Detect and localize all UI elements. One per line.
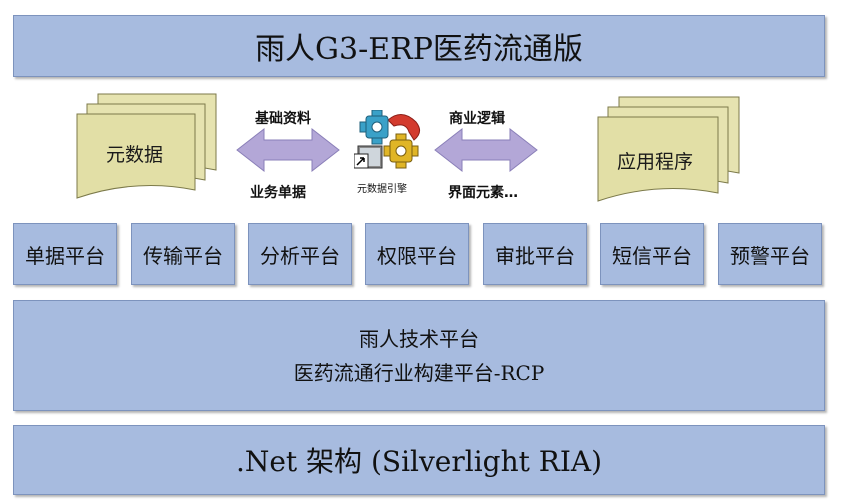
right-arrow-bottom-label: 界面元素… — [448, 182, 518, 202]
module-permission-platform: 权限平台 — [365, 223, 469, 285]
module-label: 审批平台 — [495, 240, 575, 269]
left-double-arrow — [236, 128, 340, 172]
module-sms-platform: 短信平台 — [600, 223, 704, 285]
engine-label: 元数据引擎 — [357, 180, 407, 195]
module-label: 单据平台 — [25, 240, 105, 269]
module-approval-platform: 审批平台 — [483, 223, 587, 285]
module-label: 权限平台 — [377, 240, 457, 269]
module-transfer-platform: 传输平台 — [131, 223, 235, 285]
right-double-arrow — [434, 128, 538, 172]
tech-platform-line1: 雨人技术平台 — [359, 322, 479, 356]
module-document-platform: 单据平台 — [13, 223, 117, 285]
metadata-document-stack: 元数据 — [76, 92, 221, 204]
metadata-label: 元数据 — [106, 140, 163, 167]
right-arrow-top-label: 商业逻辑 — [449, 108, 505, 128]
application-document-stack: 应用程序 — [597, 95, 744, 207]
title-bar: 雨人G3-ERP医药流通版 — [13, 15, 825, 77]
framework-label: .Net 架构 (Silverlight RIA) — [236, 440, 602, 480]
module-alert-platform: 预警平台 — [718, 223, 822, 285]
tech-platform-layer: 雨人技术平台 医药流通行业构建平台-RCP — [13, 300, 825, 411]
module-label: 预警平台 — [730, 240, 810, 269]
metadata-engine-icon — [354, 110, 428, 176]
module-label: 分析平台 — [260, 240, 340, 269]
module-label: 传输平台 — [143, 240, 223, 269]
framework-layer: .Net 架构 (Silverlight RIA) — [13, 425, 825, 495]
tech-platform-line2: 医药流通行业构建平台-RCP — [294, 356, 545, 390]
application-label: 应用程序 — [617, 147, 693, 174]
left-arrow-top-label: 基础资料 — [255, 108, 311, 128]
module-label: 短信平台 — [612, 240, 692, 269]
diagram-title: 雨人G3-ERP医药流通版 — [255, 24, 583, 68]
left-arrow-bottom-label: 业务单据 — [250, 182, 306, 202]
module-analysis-platform: 分析平台 — [248, 223, 352, 285]
